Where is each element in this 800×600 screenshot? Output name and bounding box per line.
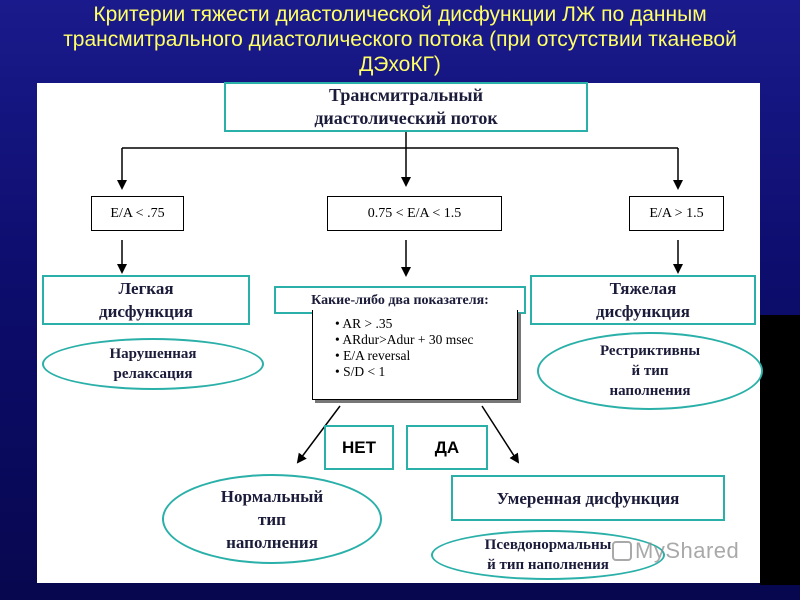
moderate-oval-line-1: Псевдонормальны	[484, 537, 612, 553]
ratio-box-right: E/A > 1.5	[629, 196, 724, 231]
no-label: НЕТ	[342, 437, 376, 457]
criteria-list: AR > .35 ARdur>Adur + 30 msec E/A revers…	[313, 316, 517, 380]
severe-oval-line-3: наполнения	[609, 383, 691, 399]
moderate-label: Умеренная дисфункция	[496, 488, 680, 508]
root-line-2: диастолический поток	[314, 108, 498, 128]
normal-line-2: тип	[258, 509, 286, 529]
criteria-list-box: AR > .35 ARdur>Adur + 30 msec E/A revers…	[312, 310, 518, 400]
normal-filling-oval: Нормальный тип наполнения	[162, 474, 382, 564]
severe-line-1: Тяжелая	[609, 279, 677, 298]
severe-oval-line-2: й тип	[631, 363, 669, 379]
moderate-oval-line-2: й тип наполнения	[487, 557, 609, 573]
arrow-to-moderate	[481, 405, 520, 464]
mild-oval-line-1: Нарушенная	[109, 346, 197, 362]
no-box: НЕТ	[324, 425, 394, 470]
ratio-box-left: E/A < .75	[91, 196, 184, 231]
ratio-middle-label: 0.75 < E/A < 1.5	[367, 205, 462, 221]
mild-line-1: Легкая	[118, 279, 174, 298]
severe-oval-line-1: Рестриктивны	[599, 343, 701, 359]
ratio-right-label: E/A > 1.5	[649, 205, 704, 221]
title-line-1: Критерии тяжести диастолической дисфункц…	[93, 3, 707, 26]
criteria-header-box: Какие-либо два показателя:	[274, 286, 526, 314]
severe-line-2: дисфункция	[596, 302, 690, 321]
decor-band	[760, 315, 800, 585]
criteria-item: S/D < 1	[335, 364, 517, 380]
normal-line-3: наполнения	[226, 532, 318, 552]
watermark-text: MyShared	[635, 538, 740, 563]
pseudonormal-filling-oval: Псевдонормальны й тип наполнения	[431, 530, 665, 580]
criteria-item: AR > .35	[335, 316, 517, 332]
mild-dysfunction-box: Легкая дисфункция	[42, 275, 250, 325]
ratio-box-middle: 0.75 < E/A < 1.5	[327, 196, 502, 231]
criteria-item: E/A reversal	[335, 348, 517, 364]
mild-line-2: дисфункция	[99, 302, 193, 321]
yes-box: ДА	[406, 425, 488, 470]
root-box: Трансмитральный диастолический поток	[224, 82, 588, 132]
watermark: MyShared	[612, 538, 739, 564]
slide-title: Критерии тяжести диастолической дисфункц…	[0, 2, 800, 77]
root-line-1: Трансмитральный	[329, 85, 483, 105]
impaired-relaxation-oval: Нарушенная релаксация	[42, 338, 264, 390]
restrictive-filling-oval: Рестриктивны й тип наполнения	[537, 332, 763, 410]
title-line-3: ДЭхоКГ)	[359, 53, 441, 76]
normal-line-1: Нормальный	[220, 486, 324, 506]
arrow-to-normal	[296, 405, 341, 464]
mild-oval-line-2: релаксация	[113, 366, 193, 382]
yes-label: ДА	[434, 437, 460, 457]
criteria-header: Какие-либо два показателя:	[311, 292, 489, 308]
criteria-item: ARdur>Adur + 30 msec	[335, 332, 517, 348]
moderate-dysfunction-box: Умеренная дисфункция	[451, 475, 725, 521]
severe-dysfunction-box: Тяжелая дисфункция	[530, 275, 756, 325]
ratio-left-label: E/A < .75	[110, 205, 165, 221]
presentation-icon	[612, 541, 632, 561]
title-line-2: трансмитрального диастолического потока …	[63, 28, 737, 51]
